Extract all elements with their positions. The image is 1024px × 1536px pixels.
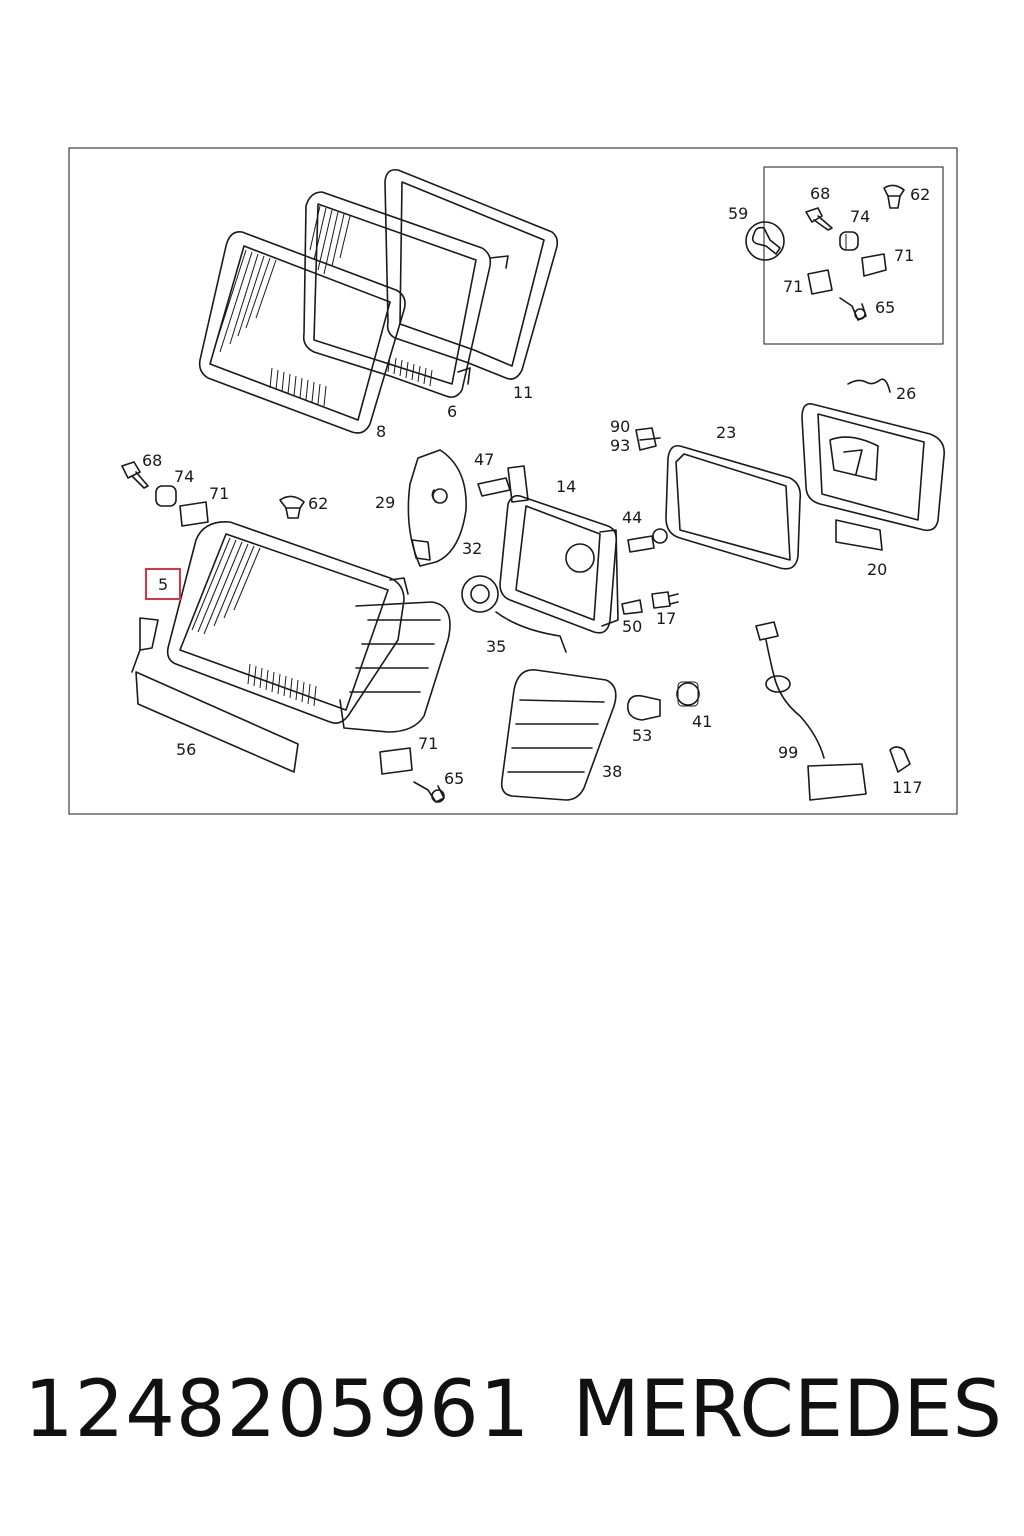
label-71-inset-b: 71 [783, 277, 803, 296]
label-93: 93 [610, 436, 630, 455]
label-71-top: 71 [209, 484, 229, 503]
part-62-clip-icon[interactable] [279, 495, 305, 519]
label-14: 14 [556, 477, 576, 496]
label-5: 5 [158, 575, 168, 594]
part-99-sidelamp[interactable] [755, 621, 867, 801]
label-17: 17 [656, 609, 676, 628]
inset-part-68-screw-icon[interactable] [805, 207, 833, 231]
label-38: 38 [602, 762, 622, 781]
inset-part-65-screw-icon[interactable] [839, 297, 867, 321]
part-71-clip-icon[interactable] [179, 501, 209, 527]
inset-part-74-nut-icon[interactable] [839, 231, 859, 251]
part-8-front-lens[interactable] [198, 230, 406, 434]
label-6: 6 [447, 402, 457, 421]
part-41-socket[interactable] [676, 681, 700, 707]
part-47-bulb[interactable] [477, 465, 529, 503]
label-90: 90 [610, 417, 630, 436]
label-62: 62 [308, 494, 328, 513]
inset-part-62-clip-icon[interactable] [883, 184, 905, 209]
label-23: 23 [716, 423, 736, 442]
part-44-bulb[interactable] [627, 528, 668, 553]
brand-name: MERCEDES [572, 1365, 1003, 1455]
label-65: 65 [444, 769, 464, 788]
label-59: 59 [728, 204, 748, 223]
label-71-bottom: 71 [418, 734, 438, 753]
label-68: 68 [142, 451, 162, 470]
label-53: 53 [632, 726, 652, 745]
label-32: 32 [462, 539, 482, 558]
label-20: 20 [867, 560, 887, 579]
label-8: 8 [376, 422, 386, 441]
label-117: 117 [892, 778, 923, 797]
highlight-box [145, 568, 181, 600]
label-74: 74 [174, 467, 194, 486]
label-62-inset: 62 [910, 185, 930, 204]
label-99: 99 [778, 743, 798, 762]
label-68-inset: 68 [810, 184, 830, 203]
part-50-bulb[interactable] [621, 599, 643, 615]
part-56-bracket[interactable] [131, 617, 299, 773]
diagram-frame [68, 147, 958, 815]
part-53-bulb[interactable] [626, 694, 661, 721]
part-74-nut-icon[interactable] [155, 485, 177, 507]
label-71-inset-a: 71 [894, 246, 914, 265]
part-11-gasket[interactable] [384, 168, 559, 385]
part-6-lens-frame[interactable] [302, 191, 492, 398]
part-68-screw-icon[interactable] [121, 461, 149, 489]
part-14-reflector[interactable] [499, 494, 619, 634]
part-90-93-connector[interactable] [635, 427, 661, 451]
part-5-headlamp[interactable] [166, 521, 451, 733]
inset-frame [763, 166, 944, 345]
part-71-bottom-clip-icon[interactable] [379, 747, 413, 775]
label-74-inset: 74 [850, 207, 870, 226]
inset-part-71-clip-icon[interactable] [807, 253, 887, 295]
part-32-holder[interactable] [411, 539, 431, 561]
label-11: 11 [513, 383, 533, 402]
part-26-wire[interactable] [847, 378, 891, 393]
label-29: 29 [375, 493, 395, 512]
label-26: 26 [896, 384, 916, 403]
part-29-shield[interactable] [407, 449, 467, 567]
part-23-gasket[interactable] [665, 444, 802, 570]
part-20-housing[interactable] [801, 402, 946, 551]
label-35: 35 [486, 637, 506, 656]
label-50: 50 [622, 617, 642, 636]
inset-wrench-icon[interactable] [745, 221, 785, 261]
part-35-socket[interactable] [461, 575, 567, 653]
part-117-bulb[interactable] [889, 746, 911, 773]
label-44: 44 [622, 508, 642, 527]
footer: 1248205961 MERCEDES [0, 1365, 1024, 1475]
part-38-indicator[interactable] [500, 669, 617, 801]
label-56: 56 [176, 740, 196, 759]
label-65-inset: 65 [875, 298, 895, 317]
part-65-screw-icon[interactable] [413, 781, 445, 803]
parts-diagram: 8 6 11 59 68 62 74 71 71 65 26 23 90 93 … [68, 147, 958, 815]
part-17-bulb[interactable] [651, 591, 679, 609]
label-47: 47 [474, 450, 494, 469]
part-number: 1248205961 [24, 1365, 531, 1455]
label-41: 41 [692, 712, 712, 731]
